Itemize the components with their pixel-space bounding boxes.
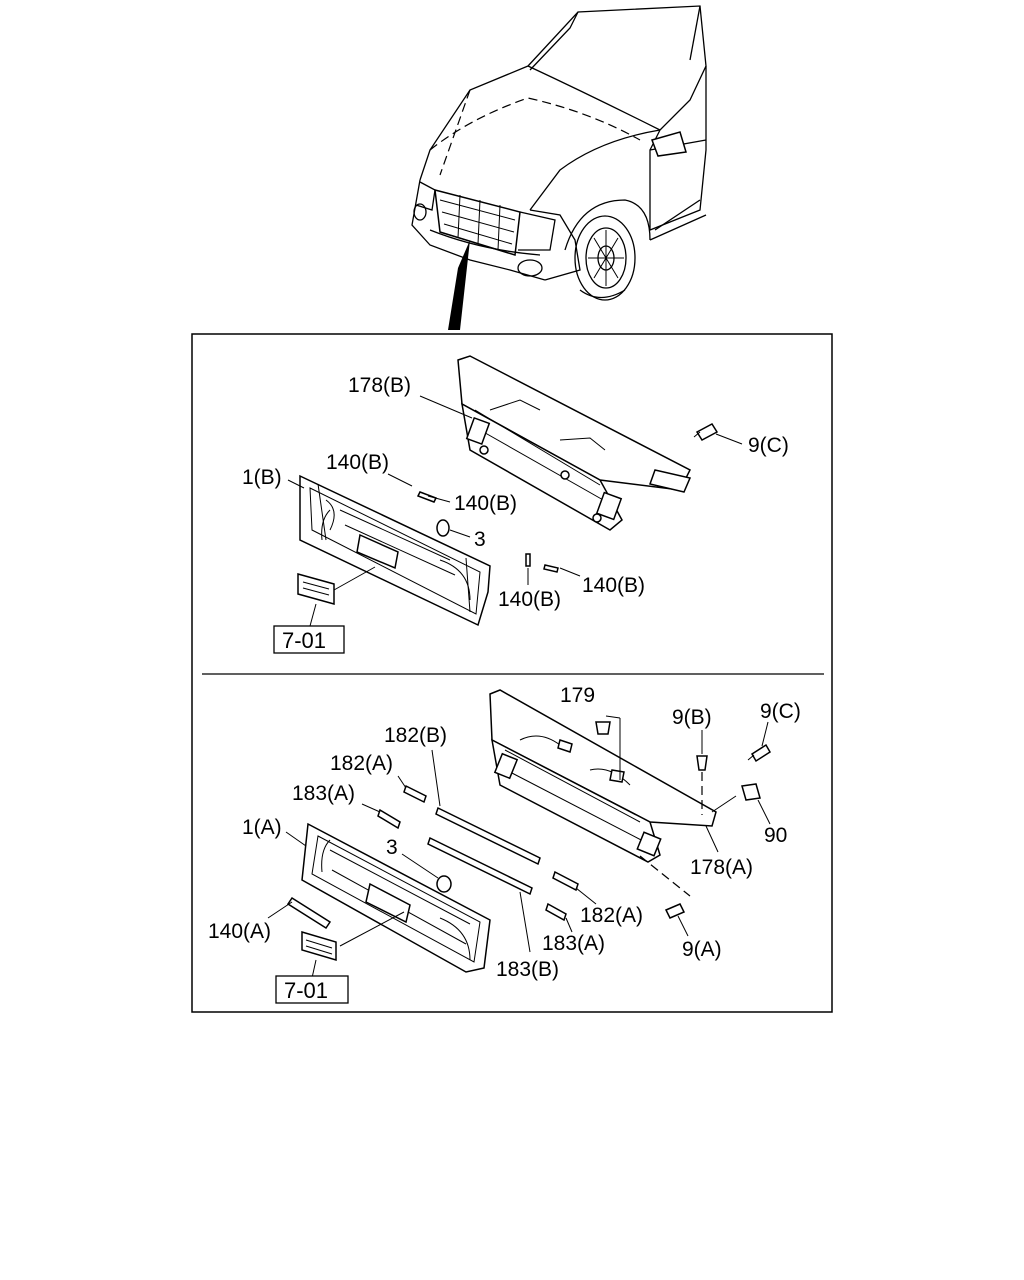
- part-140b-clip-2: [543, 564, 559, 573]
- part-9b-screw: [696, 755, 708, 771]
- part-90-nut: [741, 783, 761, 801]
- callout-140b-top: 140(B): [326, 451, 389, 474]
- callout-178a: 178(A): [690, 856, 753, 879]
- part-182b-strip: [435, 806, 541, 866]
- part-1a-grille: [301, 822, 491, 973]
- callout-183a-top: 183(A): [292, 782, 355, 805]
- part-183a-insert-1: [377, 808, 401, 830]
- callout-182b: 182(B): [384, 724, 447, 747]
- callout-1a: 1(A): [242, 816, 282, 839]
- callout-9c-lower: 9(C): [760, 700, 801, 723]
- part-179-clip: [595, 721, 611, 735]
- callout-140b-bottom: 140(B): [498, 588, 561, 611]
- callout-9c: 9(C): [748, 434, 789, 457]
- callout-182a-top: 182(A): [330, 752, 393, 775]
- upper-section: 178(B) 9(C) 1(B) 140(B) 140(B) 3 140(B) …: [242, 355, 789, 654]
- part-140a-strip: [286, 896, 332, 930]
- ref-box-lower[interactable]: 7-01: [284, 978, 328, 1003]
- part-182a-insert-1: [403, 784, 427, 804]
- callout-183b: 183(B): [496, 958, 559, 981]
- part-1b-grille: [299, 474, 491, 627]
- lower-section: 179 9(B) 9(C) 182(B) 182(A) 183(A) 1(A) …: [208, 684, 801, 1004]
- part-9c-screw-lower: [747, 743, 772, 763]
- callout-183a-bottom: 183(A): [542, 932, 605, 955]
- callout-178b: 178(B): [348, 374, 411, 397]
- diagram-frame: [191, 333, 833, 1013]
- ref-box-upper[interactable]: 7-01: [282, 628, 326, 653]
- lower-leader-lines: [267, 715, 771, 979]
- emblem-part-lower: [301, 930, 337, 962]
- callout-3: 3: [474, 528, 486, 551]
- part-140b-clip-1: [416, 491, 438, 503]
- vehicle-illustration: [411, 5, 707, 330]
- callout-1b: 1(B): [242, 466, 282, 489]
- callout-3-lower: 3: [386, 836, 398, 859]
- part-178b-bracket: [457, 355, 692, 531]
- part-140b-clip-3: [525, 553, 531, 567]
- part-9a-screw: [664, 903, 686, 919]
- callout-9b: 9(B): [672, 706, 712, 729]
- part-183a-insert-2: [545, 902, 567, 922]
- part-3-ring-lower: [436, 875, 452, 893]
- emblem-part: [297, 573, 335, 605]
- ref-box-upper-frame: [273, 625, 345, 654]
- ref-box-lower-frame: [275, 975, 349, 1004]
- callout-9a: 9(A): [682, 938, 722, 961]
- callout-140b-mid: 140(B): [454, 492, 517, 515]
- callout-140b-right: 140(B): [582, 574, 645, 597]
- callout-179: 179: [560, 684, 595, 707]
- part-9c-screw: [693, 423, 719, 441]
- upper-leader-lines: [287, 395, 743, 627]
- part-183b-strip: [427, 836, 533, 896]
- part-182a-insert-2: [552, 870, 579, 892]
- callout-140a: 140(A): [208, 920, 271, 943]
- part-178a-bracket: [489, 689, 717, 863]
- callout-182a-bottom: 182(A): [580, 904, 643, 927]
- callout-90: 90: [764, 824, 787, 847]
- part-3-ring: [436, 519, 450, 537]
